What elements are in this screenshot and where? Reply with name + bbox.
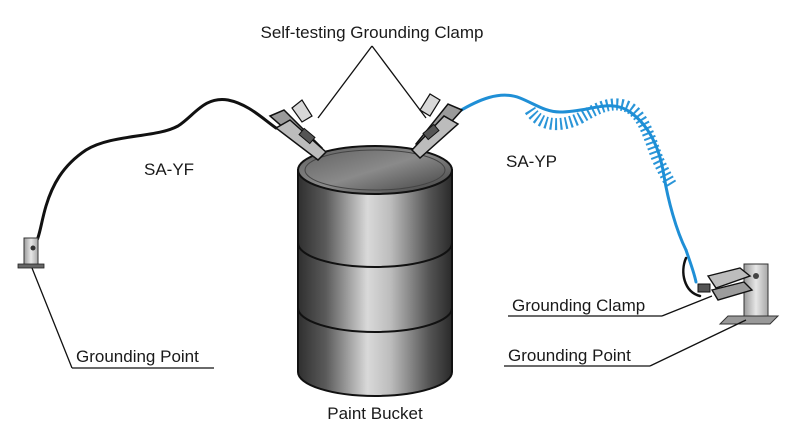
black-cable-sa-yf bbox=[30, 98, 278, 250]
label-grounding-point-left: Grounding Point bbox=[76, 347, 199, 366]
label-grounding-point-right: Grounding Point bbox=[508, 346, 631, 365]
right-self-testing-clamp-icon bbox=[410, 93, 464, 160]
label-grounding-clamp: Grounding Clamp bbox=[512, 296, 645, 315]
left-self-testing-clamp-icon bbox=[268, 99, 328, 161]
leader-lines bbox=[31, 45, 747, 369]
blue-coiled-cable-sa-yp bbox=[456, 93, 702, 298]
left-grounding-point-icon bbox=[17, 237, 45, 269]
label-self-testing-clamp: Self-testing Grounding Clamp bbox=[260, 23, 483, 42]
label-sa-yp: SA-YP bbox=[506, 152, 557, 171]
label-paint-bucket: Paint Bucket bbox=[327, 404, 423, 423]
right-grounding-post-icon bbox=[718, 263, 780, 325]
label-sa-yf: SA-YF bbox=[144, 160, 194, 179]
grounding-clamp-icon bbox=[697, 267, 754, 301]
paint-bucket bbox=[297, 145, 453, 397]
